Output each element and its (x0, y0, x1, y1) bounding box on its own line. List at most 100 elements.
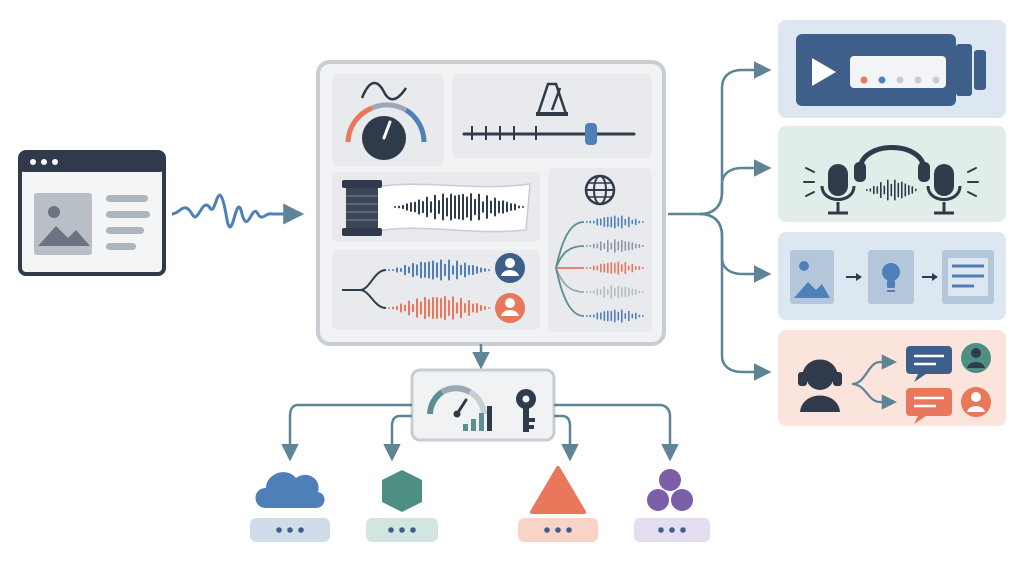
waveform-bar (458, 194, 460, 220)
waveform-bar (621, 215, 623, 229)
waveform-bar (635, 288, 637, 296)
triangle-icon (530, 466, 586, 514)
cloud-icon (255, 472, 325, 508)
waveform-bar (428, 261, 430, 279)
waveform-bar (412, 262, 414, 278)
waveform-bar (628, 241, 630, 251)
waveform-bar (392, 269, 394, 271)
speaker-two-waveform (388, 296, 490, 320)
waveform-bar (422, 200, 424, 214)
waveform-bar (631, 313, 634, 319)
waveform-bar (621, 264, 623, 272)
waveform-bar (396, 305, 398, 311)
waveform-bar (589, 290, 592, 294)
waveform-bar (436, 262, 438, 278)
waveform-bar (621, 239, 623, 253)
destination-connectors (281, 403, 679, 462)
waveform-bar (470, 193, 472, 221)
speed-gauge-icon (427, 385, 487, 418)
waveform-bar (396, 267, 398, 273)
source-web-page (18, 150, 166, 276)
waveform-bar (614, 309, 616, 323)
waveform-bar (484, 268, 486, 272)
waveform-bar (607, 216, 609, 228)
waveform-bar (617, 311, 620, 321)
output-podcast-card (778, 126, 1006, 222)
waveform-bar (400, 303, 402, 313)
waveform-bar (424, 262, 426, 278)
waveform-bar (610, 285, 613, 299)
waveform-bar (460, 264, 462, 276)
waveform-bar (486, 195, 488, 219)
language-waveforms (586, 215, 644, 323)
waveform-bar (586, 267, 588, 269)
waveform-bar (614, 262, 616, 274)
waveform-bar (416, 264, 418, 276)
waveform-bar (869, 188, 872, 192)
user-avatar-blue-icon (495, 253, 525, 283)
waveform-bar (628, 287, 630, 297)
waveform-bar (456, 302, 458, 314)
waveform-bar (631, 219, 634, 225)
destination-triangle (518, 466, 598, 542)
waveform-bar (452, 265, 454, 275)
image-icon (34, 193, 92, 255)
waveform-bar (642, 267, 644, 269)
waveform-bar (642, 315, 644, 317)
waveform-bar (600, 312, 602, 320)
waveform-bar (596, 265, 599, 271)
processor-panel (316, 60, 666, 346)
waveform-bar (607, 239, 609, 253)
waveform-bar (600, 289, 602, 295)
waveform-bar (880, 181, 882, 199)
hexagon-icon (382, 470, 422, 512)
waveform-bar (444, 263, 446, 277)
waveform-bar (593, 290, 595, 294)
waveform-bar (448, 259, 450, 281)
waveform-bar (418, 199, 420, 215)
waveform-bar (452, 296, 454, 320)
waveform-bar (603, 216, 606, 228)
waveform-bar (617, 285, 620, 299)
waveform-bar (400, 268, 402, 272)
waveform-bar (635, 243, 637, 249)
waveform-bar (593, 265, 595, 271)
destination-hexagon (366, 470, 438, 542)
waveform-bar (596, 243, 599, 249)
waveform-bar (460, 297, 462, 319)
waveform-bar (454, 195, 456, 219)
video-player-icon (796, 34, 986, 106)
waveform-bar (624, 218, 627, 226)
audio-tape-spool-icon (342, 180, 382, 236)
waveform-bar (621, 309, 623, 323)
waveform-bar (392, 306, 394, 310)
waveform-bar (456, 260, 458, 280)
waveform-bar (420, 301, 422, 315)
waveform-bar (474, 198, 476, 216)
waveform-bar (621, 287, 623, 297)
waveform-bar (482, 201, 484, 213)
waveform-bar (510, 203, 512, 211)
waveform-bar (624, 261, 627, 275)
waveform-bar (472, 264, 474, 276)
waveform-bar (468, 300, 470, 316)
waveform-bar (484, 305, 486, 311)
signal-bars-icon (463, 406, 492, 431)
waveform-bar (464, 262, 466, 278)
pitch-curve-icon (360, 81, 408, 101)
waveform-bar (883, 185, 886, 195)
waveform-bar (593, 220, 595, 224)
waveform-bar (628, 265, 630, 271)
waveform-bar (488, 269, 490, 271)
waveform-bar (408, 266, 410, 274)
waveform-bar (638, 314, 641, 318)
output-image-to-text-card (778, 232, 1006, 320)
waveform-bar (873, 185, 875, 195)
waveform-bar (593, 314, 595, 318)
waveform-bar (466, 196, 468, 218)
waveform-bar (642, 221, 644, 223)
waveform-bar (631, 263, 634, 273)
globe-icon (584, 174, 616, 206)
waveform-bar (464, 303, 466, 313)
waveform-bar (635, 218, 637, 226)
